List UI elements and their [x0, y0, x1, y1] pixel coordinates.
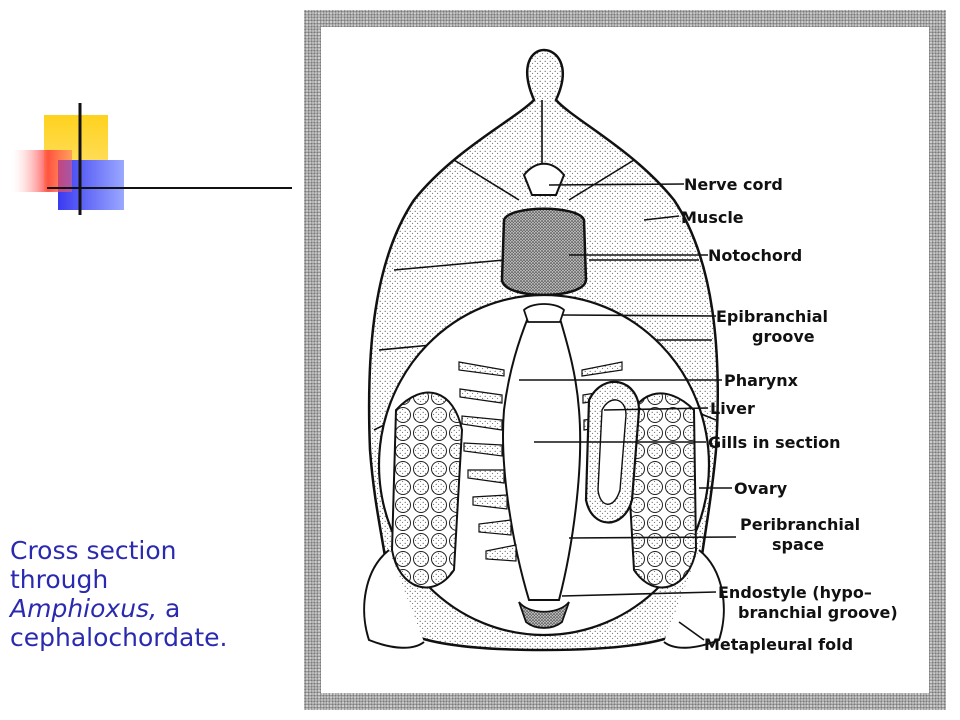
pharynx-wall [502, 314, 582, 601]
label-notochord: Notochord [708, 246, 802, 265]
label-ovary: Ovary [734, 479, 788, 498]
label-peribranchial-line1: Peribranchial [740, 515, 860, 534]
caption-species-name: Amphioxus, [10, 594, 158, 623]
metapleural-fold-left [363, 549, 425, 649]
caption-line-2: through [10, 565, 109, 594]
caption-line-4: cephalochordate. [10, 623, 228, 652]
label-muscle: Muscle [681, 208, 744, 227]
leader-lines [519, 183, 737, 641]
caption-line-1: Cross section [10, 536, 177, 565]
epibranchial-groove [522, 303, 566, 323]
nerve-cord [522, 162, 566, 196]
label-nerve-cord: Nerve cord [684, 175, 783, 194]
slide-logo-decoration [0, 0, 300, 230]
label-gills: Gills in section [708, 433, 841, 452]
label-endostyle-line1: Endostyle (hypo– [718, 583, 872, 602]
label-liver: Liver [710, 399, 755, 418]
ovary-left [390, 391, 464, 589]
label-epibranchial-line2: groove [752, 327, 815, 346]
amphioxus-cross-section-diagram: Nerve cord Muscle Notochord Epibranchial… [363, 48, 898, 654]
endostyle [518, 601, 570, 629]
label-epibranchial-line1: Epibranchial [716, 307, 828, 326]
slide-caption: Cross section through Amphioxus, a cepha… [10, 536, 280, 652]
label-pharynx: Pharynx [724, 371, 799, 390]
label-endostyle-line2: branchial groove) [738, 603, 898, 622]
notochord-shape [500, 207, 588, 297]
caption-line-3-rest: a [157, 594, 181, 623]
metapleural-fold-right [663, 549, 725, 649]
amphioxus-figure-frame: Nerve cord Muscle Notochord Epibranchial… [304, 10, 946, 710]
label-peribranchial-line2: space [772, 535, 824, 554]
label-metapleural-fold: Metapleural fold [704, 635, 853, 654]
liver-lumen [597, 399, 627, 505]
caption-line-3: Amphioxus, a [10, 594, 280, 623]
logo-red-square [12, 150, 72, 192]
